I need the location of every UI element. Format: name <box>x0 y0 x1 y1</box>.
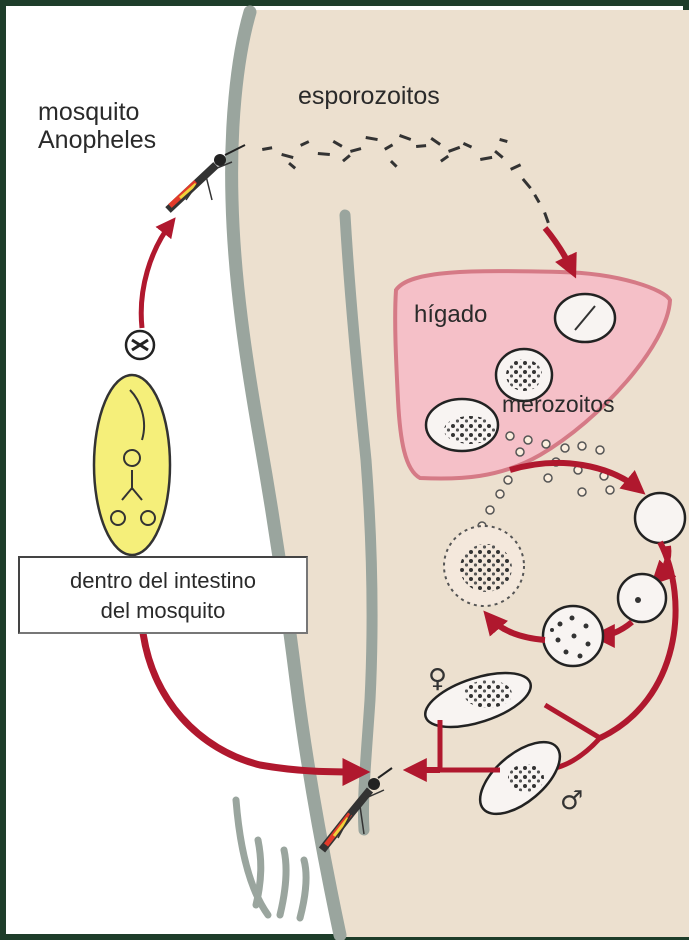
male-gametocyte-pigment <box>508 764 544 792</box>
male-symbol: ♂ <box>560 786 583 816</box>
label-esporozoitos: esporozoitos <box>298 82 440 110</box>
label-mosquito: mosquito <box>38 98 139 126</box>
schizont-dots <box>506 359 542 391</box>
label-higado: hígado <box>414 302 487 329</box>
rupturing-rbc-merozoites <box>460 544 512 592</box>
female-gametocyte-pigment <box>464 680 512 708</box>
rupturing-cell-dots <box>444 416 496 444</box>
female-symbol: ♀ <box>428 664 447 694</box>
label-intestine-line1: dentro del intestino <box>20 566 306 596</box>
label-anopheles: Anopheles <box>38 126 156 154</box>
label-intestine-line2: del mosquito <box>20 596 306 626</box>
label-merozoitos: merozoitos <box>502 392 614 418</box>
trophozoite-cell <box>618 574 666 622</box>
label-box-intestine: dentro del intestino del mosquito <box>18 556 308 634</box>
trophozoite-dot <box>635 597 641 603</box>
label-mosquito-anopheles: mosquito Anopheles <box>38 98 156 154</box>
red-blood-cell <box>635 493 685 543</box>
